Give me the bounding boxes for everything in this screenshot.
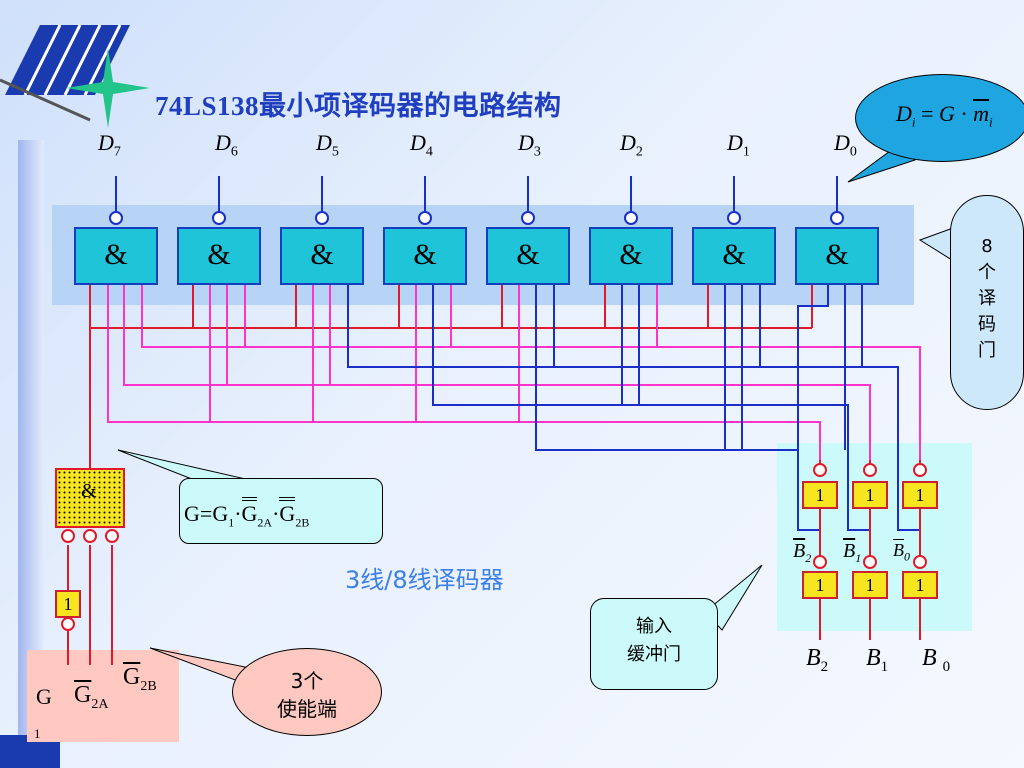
decoder-label: 3线/8线译码器 [345, 566, 504, 594]
and-gate-0: & [795, 227, 879, 285]
enable-and-gate: & [55, 468, 125, 528]
and-gate-7: & [74, 227, 158, 285]
b2-bar-label: B2 [793, 540, 812, 565]
enable-input-g2b: G2B [123, 664, 157, 694]
output-label-d5: D5 [316, 130, 339, 160]
buffer-b1-upper: 1 [852, 481, 888, 509]
output-label-d3: D3 [518, 130, 541, 160]
and-gate-3: & [486, 227, 570, 285]
buffer-b0-lower: 1 [902, 571, 938, 599]
buffer-b2-upper: 1 [802, 481, 838, 509]
output-label-d7: D7 [98, 130, 121, 160]
output-label-d4: D4 [410, 130, 433, 160]
enable-panel [27, 650, 179, 742]
buffer-callout: 输入缓冲门 [590, 598, 718, 690]
page-title: 74LS138最小项译码器的电路结构 [155, 91, 562, 121]
formula-callout: Di = G · mi [855, 74, 1024, 162]
corner-decoration [0, 24, 150, 128]
g1-inverter: 1 [55, 590, 81, 618]
buffer-b2-lower: 1 [802, 571, 838, 599]
buffer-b0-upper: 1 [902, 481, 938, 509]
output-label-d6: D6 [215, 130, 238, 160]
and-gate-5: & [280, 227, 364, 285]
enable-input-g2a: G2A [74, 682, 109, 712]
enable-formula-callout: G=G1·G2A·G2B [179, 478, 383, 544]
output-label-d2: D2 [620, 130, 643, 160]
output-label-d1: D1 [727, 130, 750, 160]
b1-bar-label: B1 [843, 540, 862, 565]
and-gate-4: & [383, 227, 467, 285]
buffer-b1-lower: 1 [852, 571, 888, 599]
and-gate-1: & [692, 227, 776, 285]
input-b2: B2 [806, 645, 829, 675]
output-label-d0: D0 [834, 130, 857, 160]
and-gate-2: & [589, 227, 673, 285]
and-gate-6: & [177, 227, 261, 285]
input-b1: B1 [866, 645, 889, 675]
b0-bar-label: B0 [893, 540, 910, 564]
enable-callout: 3个使能端 [232, 648, 382, 736]
